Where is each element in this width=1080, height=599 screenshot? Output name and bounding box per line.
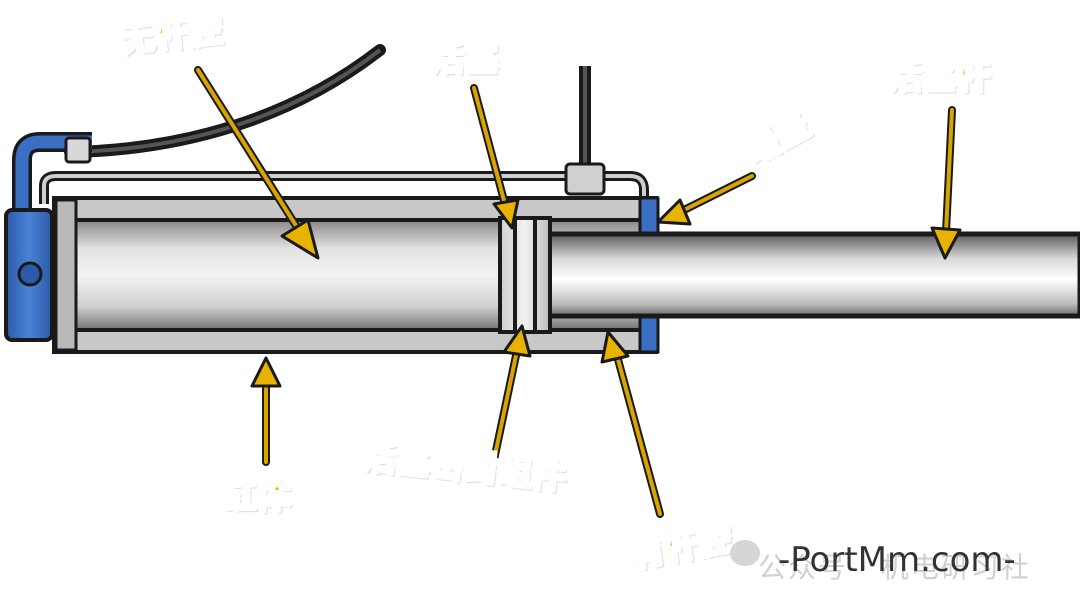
arrowhead-piston-rod	[930, 226, 962, 260]
label-piston: 活塞	[429, 39, 499, 79]
port-icon	[17, 261, 43, 287]
wechat-icon	[730, 540, 760, 566]
external-tube-inner	[42, 174, 646, 204]
arrowhead-rod-chamber	[600, 330, 630, 364]
arrow-piston	[472, 86, 508, 210]
left-pipe-fitting	[64, 136, 92, 164]
arrow-piston-rod	[944, 108, 954, 234]
cylinder-wall-bottom	[56, 332, 654, 350]
piston	[498, 216, 552, 334]
right-fitting	[564, 162, 606, 196]
hose-left	[64, 44, 386, 158]
arrowhead-end-cap	[656, 198, 692, 226]
piston-rod	[537, 231, 1080, 319]
arrowhead-no-rod-chamber	[280, 218, 320, 260]
watermark: 公众号 · 机电研习社 -PortMm.com-	[730, 540, 1029, 584]
label-piston-rod: 活塞杆	[887, 57, 991, 97]
arrowhead-piston	[492, 198, 520, 230]
arrow-end-cap	[678, 174, 754, 214]
arrows-fill	[196, 68, 954, 516]
hose-left-inner	[69, 48, 382, 154]
watermark-account-text: 公众号 · 机电研习社	[758, 551, 1031, 584]
arrowhead-seal	[502, 324, 532, 358]
label-cylinder-body: 缸体	[221, 477, 291, 517]
arrowheads	[250, 198, 962, 388]
arrowhead-cylinder-body	[250, 356, 282, 388]
arrow-no-rod-chamber	[196, 68, 302, 234]
label-no-rod-chamber: 无杆腔	[117, 9, 224, 61]
arrow-rod-chamber	[614, 350, 662, 516]
rear-cap	[54, 198, 78, 352]
cylinder-wall-top	[56, 200, 654, 218]
watermark-site-text: -PortMm.com-	[778, 540, 1016, 580]
arrow-seal	[492, 344, 520, 462]
left-pipe-elbow-fill	[15, 135, 92, 212]
